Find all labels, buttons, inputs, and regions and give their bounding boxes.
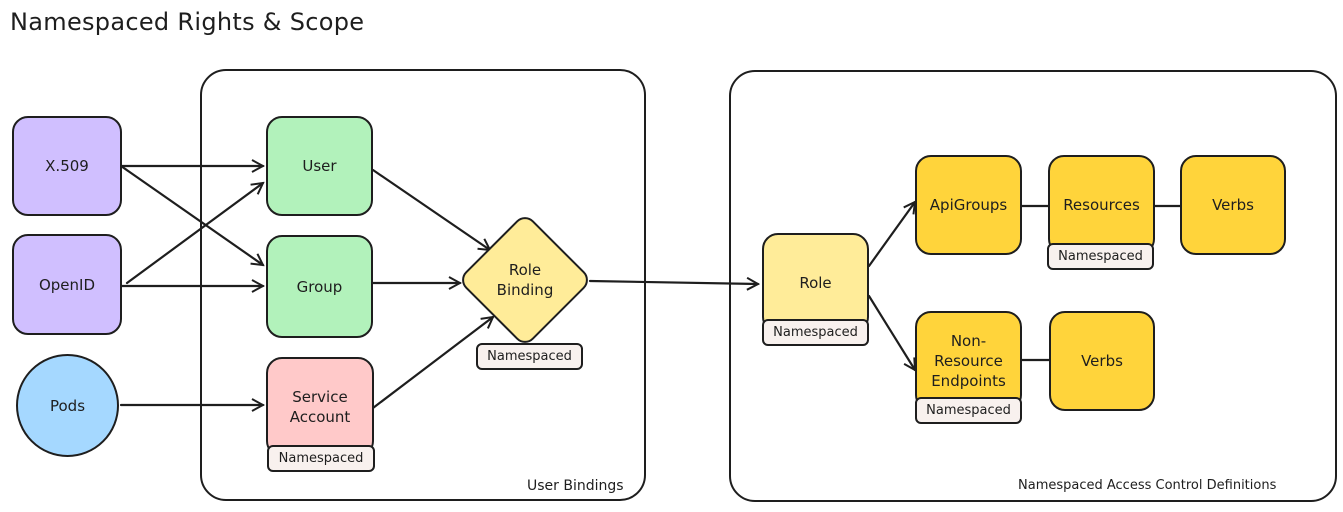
verbs-top-label: Verbs [1212, 196, 1254, 214]
resources-namespaced-tag: Namespaced [1047, 243, 1154, 270]
access-control-frame [729, 70, 1337, 502]
x509-node: X.509 [12, 116, 122, 216]
edge-role-binding-role [588, 281, 758, 284]
role-namespaced-tag: Namespaced [762, 319, 869, 346]
edge-service-account-role-binding [371, 317, 493, 410]
edge-x509-group [119, 164, 263, 265]
role-binding-line1: Role [508, 261, 542, 279]
pods-node: Pods [16, 354, 119, 457]
user-bindings-label: User Bindings [527, 478, 624, 494]
page-title: Namespaced Rights & Scope [10, 8, 365, 36]
openid-node: OpenID [12, 234, 122, 335]
resources-label: Resources [1063, 196, 1140, 214]
service-account-text: Service Account [290, 387, 351, 427]
resources-node: Resources [1048, 155, 1155, 255]
non-resource-line1: Non- [950, 332, 987, 350]
apigroups-label: ApiGroups [929, 196, 1008, 214]
apigroups-node: ApiGroups [915, 155, 1022, 255]
openid-label: OpenID [38, 275, 96, 294]
edge-user-role-binding [371, 168, 490, 250]
non-resource-line3: Endpoints [931, 372, 1006, 390]
role-binding-text: Role Binding [497, 260, 554, 300]
role-binding-line2: Binding [496, 281, 554, 299]
non-resource-line2: Resource [934, 352, 1003, 370]
non-resource-text: Non- Resource Endpoints [931, 331, 1006, 391]
service-account-namespaced-tag: Namespaced [267, 445, 375, 472]
role-label: Role [799, 274, 832, 292]
verbs-top-node: Verbs [1180, 155, 1286, 255]
role-binding-namespaced-tag: Namespaced [476, 343, 583, 370]
group-node: Group [266, 235, 373, 338]
service-account-line2: Account [289, 408, 351, 426]
user-label: User [302, 157, 337, 175]
service-account-line1: Service [292, 388, 348, 406]
group-label: Group [296, 277, 343, 296]
service-account-node: Service Account [266, 357, 374, 457]
pods-label: Pods [49, 396, 86, 415]
edge-openid-user [125, 183, 263, 285]
non-resource-endpoints-node: Non- Resource Endpoints [915, 311, 1022, 411]
access-control-label: Namespaced Access Control Definitions [1018, 478, 1277, 493]
edge-role-apigroups [867, 202, 915, 268]
non-resource-namespaced-tag: Namespaced [915, 397, 1022, 424]
verbs-bottom-label: Verbs [1081, 352, 1123, 370]
role-node: Role [762, 233, 869, 333]
user-node: User [266, 116, 373, 216]
edge-role-non-resource [867, 294, 915, 370]
verbs-bottom-node: Verbs [1049, 311, 1155, 411]
role-binding-label: Role Binding [477, 232, 573, 328]
x509-label: X.509 [45, 157, 89, 175]
